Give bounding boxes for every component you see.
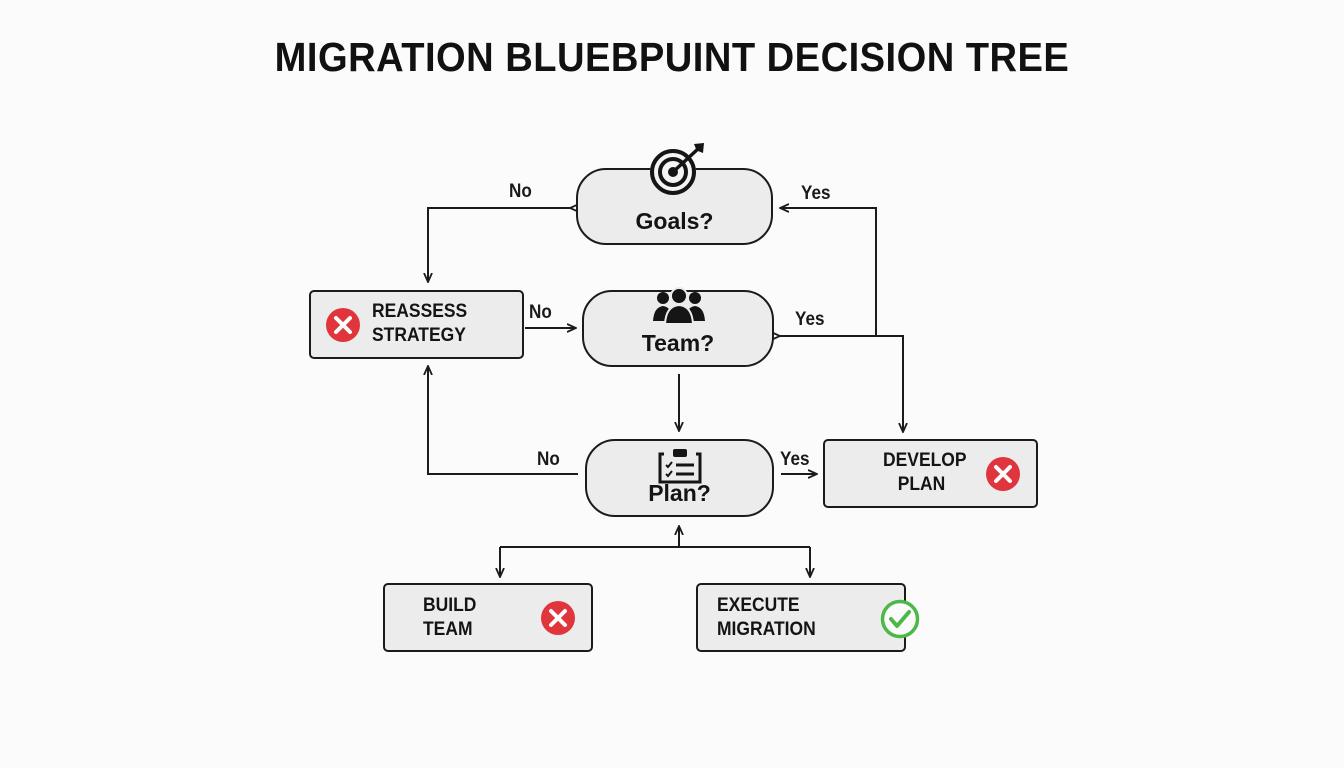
- node-reassess-label: REASSESS STRATEGY: [372, 301, 468, 346]
- edge-label-goals-yes: Yes: [801, 183, 831, 204]
- green-check-icon: [880, 599, 920, 639]
- node-execute-label: EXECUTE MIGRATION: [717, 595, 816, 640]
- edge-goals-no: [428, 208, 570, 282]
- edge-label-plan-yes: Yes: [780, 449, 810, 470]
- diagram-title: MIGRATION BLUEBPUINT DECISION TREE: [274, 34, 1070, 80]
- edge-plan-no: [428, 366, 578, 475]
- edge-goals-yes: [780, 208, 877, 335]
- node-plan-label: Plan?: [648, 480, 711, 506]
- node-team: Team?: [582, 290, 774, 367]
- node-build-label: BUILD TEAM: [423, 595, 477, 640]
- red-x-icon: [541, 601, 575, 635]
- edge-label-team-no: No: [529, 302, 552, 323]
- node-execute-migration: [696, 583, 906, 652]
- target-icon: [650, 143, 704, 195]
- node-develop-label: DEVELOP PLAN: [883, 450, 967, 495]
- edge-label-plan-no: No: [537, 449, 560, 470]
- node-goals-label: Goals?: [635, 208, 714, 234]
- node-team-label: Team?: [641, 330, 715, 356]
- red-x-icon: [326, 308, 360, 342]
- node-reassess-strategy: [309, 290, 524, 359]
- red-x-icon: [986, 457, 1020, 491]
- clipboard-checklist-icon: [658, 449, 702, 484]
- edge-label-team-yes: Yes: [795, 309, 825, 330]
- edge-label-goals-no: No: [509, 181, 532, 202]
- edge-team-yes: [780, 336, 903, 432]
- edge-fork-build: [500, 546, 810, 577]
- people-icon: [653, 287, 705, 325]
